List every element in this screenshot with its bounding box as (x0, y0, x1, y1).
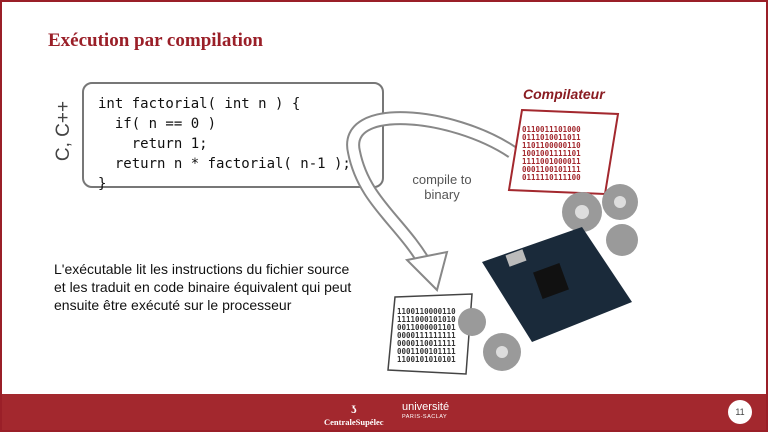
language-label: C, C++ (53, 100, 74, 162)
code-line: if( n == 0 ) (98, 116, 217, 132)
slide-title: Exécution par compilation (48, 30, 263, 51)
universite-logo: université PARIS-SACLAY (402, 402, 449, 422)
description-text: L'exécutable lit les instructions du fic… (54, 261, 352, 313)
code-line: return 1; (98, 136, 208, 152)
gears-icon (458, 184, 638, 371)
logo-symbol-icon: ʖ (351, 402, 357, 416)
microcontroller-board-icon (482, 227, 632, 342)
code-block: int factorial( int n ) { if( n == 0 ) re… (98, 94, 351, 194)
code-line: return n * factorial( n-1 ); (98, 156, 351, 172)
centralesupelec-logo: ʖ CentraleSupélec (324, 402, 384, 427)
output-binary: 1100110000110 1111000101010 001100000110… (397, 307, 456, 364)
logo-text: université (402, 401, 450, 413)
logo-subtext: PARIS-SACLAY (402, 414, 448, 420)
compiler-binary: 0110011101000 0111010011011 110110000011… (522, 125, 581, 182)
footer-bar: ʖ CentraleSupélec université PARIS-SACLA… (2, 394, 766, 430)
code-line: } (98, 176, 107, 192)
compiler-label: Compilateur (523, 86, 605, 102)
page-number: 11 (728, 400, 752, 424)
arrow-label: compile to binary (412, 172, 472, 202)
logo-text: CentraleSupélec (324, 417, 384, 427)
code-line: int factorial( int n ) { (98, 96, 301, 112)
